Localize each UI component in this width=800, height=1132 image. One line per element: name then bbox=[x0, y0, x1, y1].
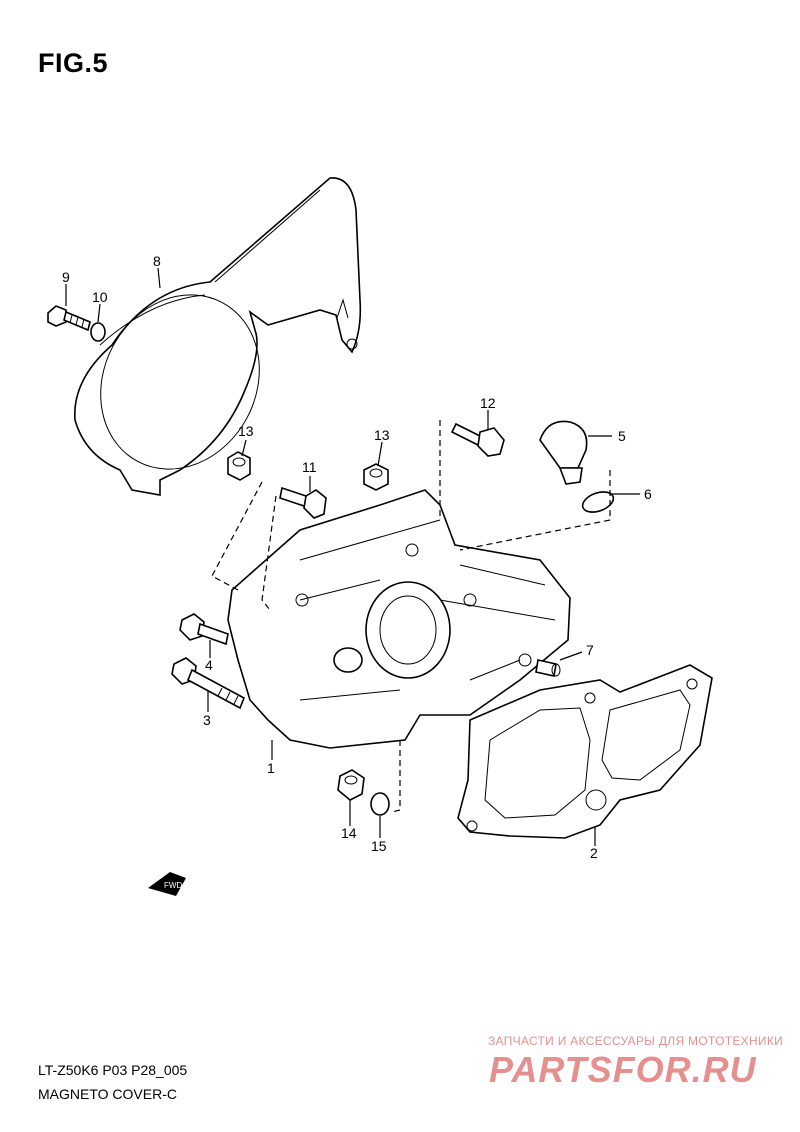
callout-6: 6 bbox=[644, 486, 652, 502]
o-ring-part-6[interactable] bbox=[580, 488, 616, 516]
watermark-brand: PARTSFOR.RU bbox=[489, 1049, 757, 1090]
forward-direction-badge: FWD bbox=[148, 872, 186, 896]
callout-15: 15 bbox=[371, 838, 387, 854]
bolt-part-14[interactable] bbox=[337, 769, 365, 801]
watermark-logo: PARTSFOR.RU bbox=[489, 1049, 757, 1090]
bolt-part-12[interactable] bbox=[450, 422, 505, 457]
watermark-tagline: ЗАПЧАСТИ И АКСЕССУАРЫ ДЛЯ МОТОТЕХНИКИ bbox=[488, 1034, 784, 1048]
bolt-part-9[interactable] bbox=[47, 305, 91, 332]
callout-13-left: 13 bbox=[238, 423, 254, 439]
leader-lines bbox=[65, 267, 640, 846]
callout-5: 5 bbox=[618, 428, 626, 444]
nut-part-13-right[interactable] bbox=[363, 463, 389, 491]
nut-part-13-left[interactable] bbox=[227, 451, 251, 481]
callout-11: 11 bbox=[302, 459, 317, 475]
callout-7: 7 bbox=[586, 642, 594, 658]
gasket-part-2[interactable] bbox=[457, 664, 713, 839]
callout-8: 8 bbox=[153, 253, 161, 269]
bolt-part-3[interactable] bbox=[171, 657, 246, 710]
callout-12: 12 bbox=[480, 395, 496, 411]
callout-1: 1 bbox=[267, 760, 275, 776]
bolt-part-11[interactable] bbox=[279, 486, 327, 519]
crankcase-cover-part-1[interactable] bbox=[227, 489, 571, 749]
figure-title: FIG.5 bbox=[38, 48, 109, 78]
washer-part-10[interactable] bbox=[90, 322, 106, 342]
fwd-label: FWD bbox=[164, 881, 182, 890]
callout-9: 9 bbox=[62, 269, 70, 285]
callout-13-right: 13 bbox=[374, 427, 390, 443]
oil-filler-cap-part-5[interactable] bbox=[539, 420, 588, 485]
callout-3: 3 bbox=[203, 712, 211, 728]
callout-10: 10 bbox=[92, 289, 108, 305]
diagram-name: MAGNETO COVER-C bbox=[38, 1086, 177, 1102]
bolt-part-4[interactable] bbox=[179, 613, 229, 646]
washer-part-15[interactable] bbox=[370, 792, 390, 816]
callout-14: 14 bbox=[341, 825, 357, 841]
magneto-cover-part-8[interactable] bbox=[71, 177, 362, 497]
callout-2: 2 bbox=[590, 845, 598, 861]
dowel-pin-part-7[interactable] bbox=[535, 659, 561, 677]
callout-4: 4 bbox=[205, 657, 213, 673]
model-code: LT-Z50K6 P03 P28_005 bbox=[38, 1062, 188, 1078]
